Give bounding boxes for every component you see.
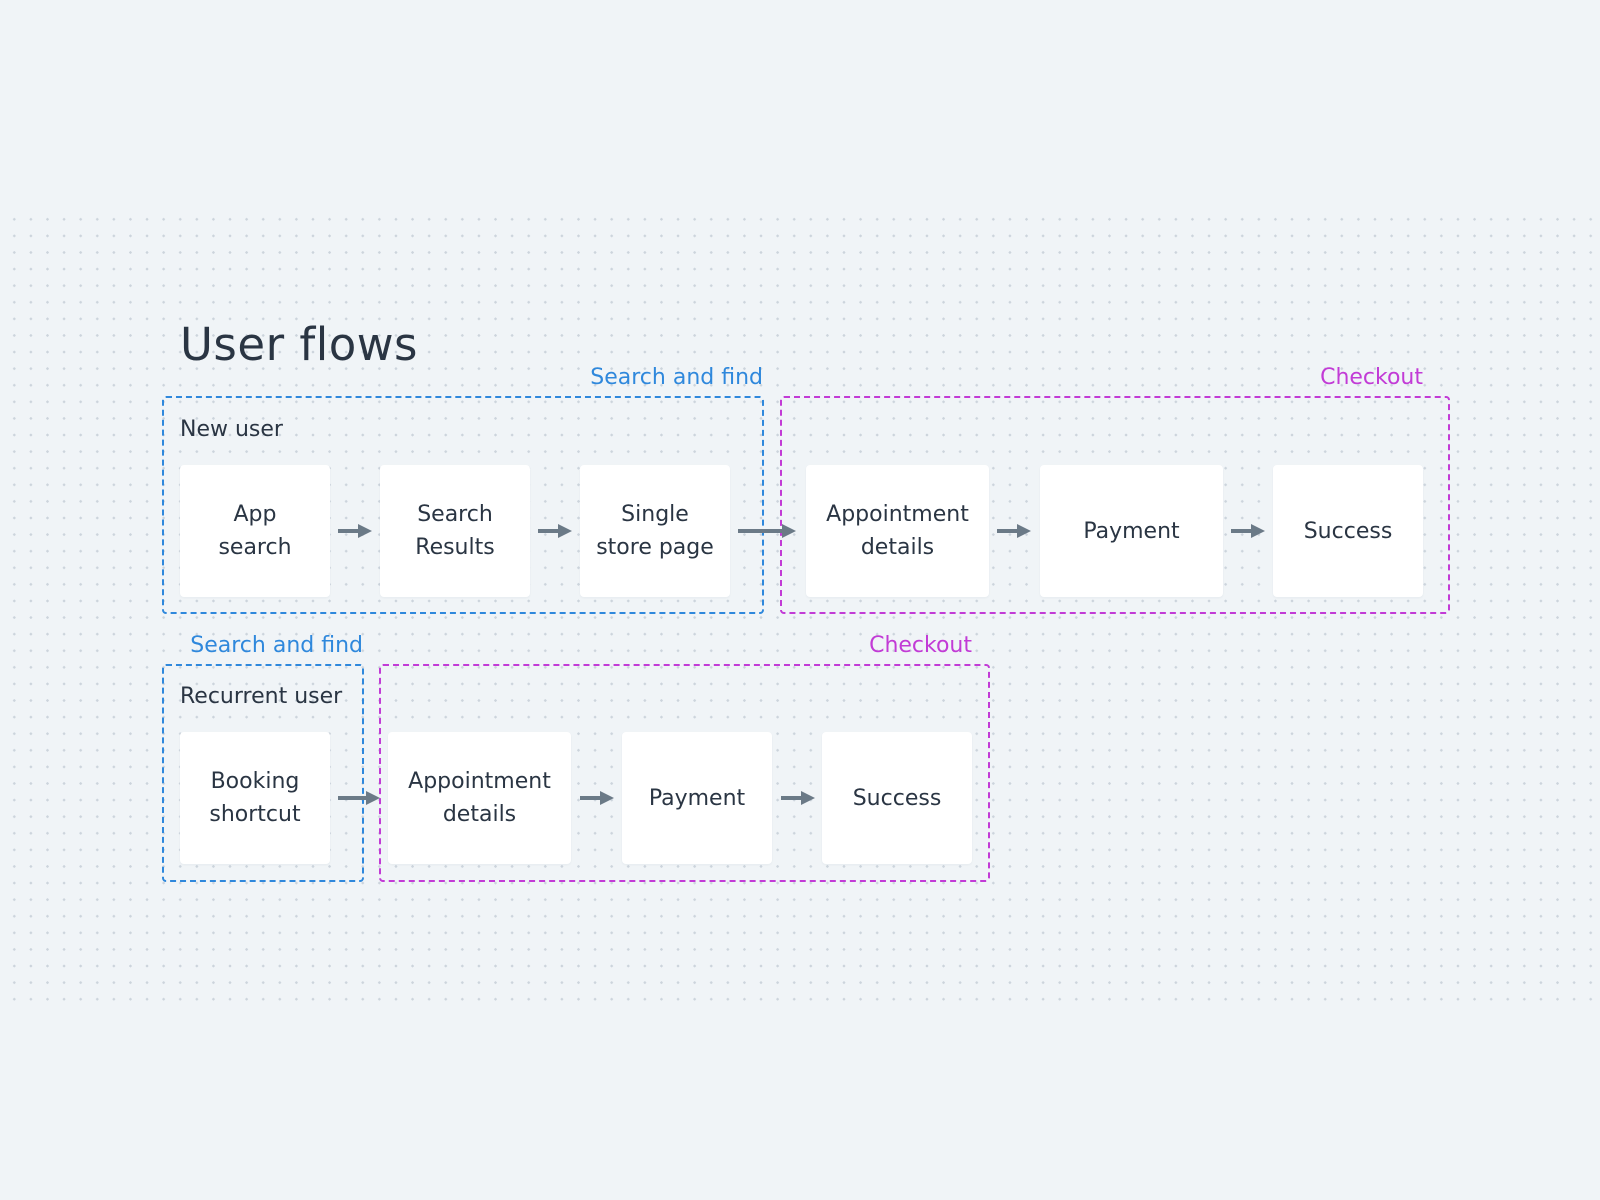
step-appointment-details[interactable]: Appointment details <box>388 732 571 864</box>
arrow-right-icon <box>338 790 380 806</box>
step-label: App search <box>218 502 292 560</box>
arrow-right-icon <box>538 523 572 539</box>
step-payment[interactable]: Payment <box>622 732 772 864</box>
arrow-right-icon <box>738 523 796 539</box>
checkout-group-label: Checkout <box>869 633 972 658</box>
arrow-right-icon <box>997 523 1031 539</box>
search-and-find-group-label: Search and find <box>590 365 763 390</box>
step-payment[interactable]: Payment <box>1040 465 1223 597</box>
step-appointment-details[interactable]: Appointment details <box>806 465 989 597</box>
step-single-store-page[interactable]: Single store page <box>580 465 730 597</box>
step-label: Search Results <box>415 502 495 560</box>
step-label: Payment <box>1083 518 1180 544</box>
step-label: Success <box>852 785 942 811</box>
step-success[interactable]: Success <box>822 732 972 864</box>
flow-label-new-user: New user <box>180 417 283 442</box>
search-and-find-group-recurrent-user[interactable] <box>162 664 364 882</box>
checkout-group-recurrent-user[interactable] <box>379 664 990 882</box>
step-label: Payment <box>648 785 746 811</box>
step-search-results[interactable]: Search Results <box>380 465 530 597</box>
step-label: Success <box>1303 518 1393 544</box>
step-app-search[interactable]: App search <box>180 465 330 597</box>
step-label: Booking shortcut <box>209 769 301 827</box>
arrow-right-icon <box>781 790 815 806</box>
step-label: Appointment details <box>826 502 969 560</box>
canvas-dot-grid <box>0 205 1600 1005</box>
search-and-find-group-label: Search and find <box>190 633 363 658</box>
flow-label-recurrent-user: Recurrent user <box>180 684 343 709</box>
checkout-group-label: Checkout <box>1320 365 1423 390</box>
arrow-right-icon <box>338 523 372 539</box>
step-label: Appointment details <box>408 769 551 827</box>
step-label: Single store page <box>596 502 714 560</box>
step-booking-shortcut[interactable]: Booking shortcut <box>180 732 330 864</box>
checkout-group-new-user[interactable] <box>780 396 1450 614</box>
arrow-right-icon <box>580 790 614 806</box>
page-title: User flows <box>180 318 418 371</box>
search-and-find-group-new-user[interactable] <box>162 396 764 614</box>
step-success[interactable]: Success <box>1273 465 1423 597</box>
arrow-right-icon <box>1231 523 1265 539</box>
